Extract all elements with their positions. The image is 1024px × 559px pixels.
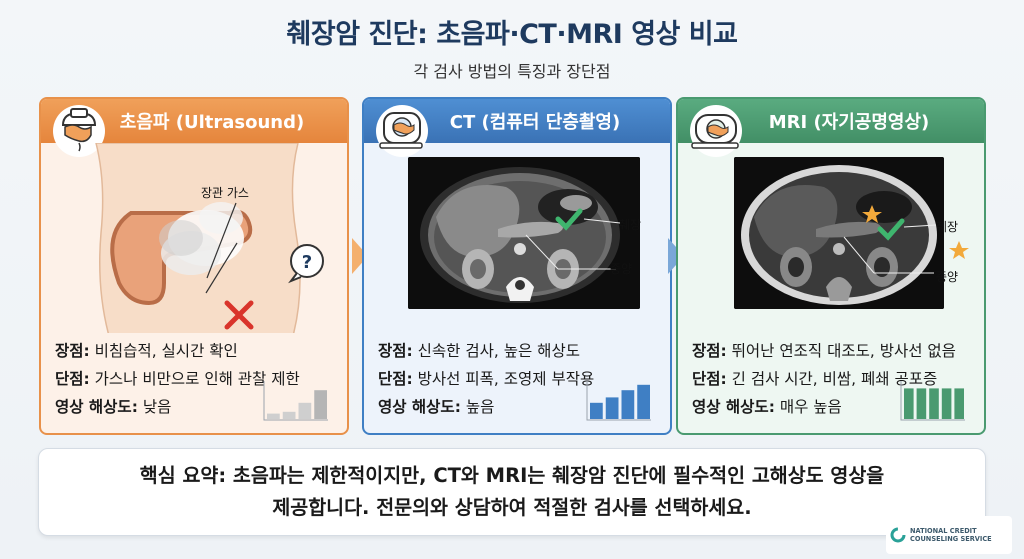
resolution-bar — [929, 388, 939, 419]
ct-scanner-icon — [376, 105, 428, 157]
ct-info: 장점: 신속한 검사, 높은 해상도 단점: 방사선 피폭, 조영제 부작용 영… — [378, 337, 660, 421]
mri-info: 장점: 뛰어난 연조직 대조도, 방사선 없음 단점: 긴 검사 시간, 비쌈,… — [692, 337, 974, 421]
mri-scan-image — [734, 157, 944, 309]
resolution-bar — [954, 388, 964, 419]
ct-scan-image — [408, 157, 640, 309]
ultrasound-info: 장점: 비침습적, 실시간 확인 단점: 가스나 비만으로 인해 관찰 제한 영… — [55, 337, 337, 421]
resolution-bar — [605, 397, 619, 419]
resolution-bar — [314, 390, 327, 419]
ct-card-title: CT (컴퓨터 단층촬영) — [449, 112, 621, 133]
summary-line-2: 제공합니다. 전문의와 상담하여 적절한 검사를 선택하세요. — [272, 496, 752, 519]
mri-scanner-icon — [690, 105, 742, 157]
ct-card-header: CT (컴퓨터 단층촬영) — [364, 99, 670, 157]
logo-mark-icon — [890, 527, 906, 543]
resolution-bar — [916, 388, 927, 419]
arrow-right-icon — [352, 238, 368, 274]
logo-line-1: NATIONAL CREDIT — [910, 527, 977, 535]
mri-pros: 장점: 뛰어난 연조직 대조도, 방사선 없음 — [692, 342, 956, 360]
ultrasound-illustration: 장관 가스 ? — [95, 143, 324, 333]
resolution-bar — [267, 413, 280, 419]
ct-card: CT (컴퓨터 단층촬영) 췌장 종양 장점: 신속한 — [362, 97, 672, 435]
summary-box: 핵심 요약: 초음파는 제한적이지만, CT와 MRI는 췌장암 진단에 필수적… — [38, 448, 986, 536]
ultrasound-card: 초음파 (Ultrasound) 장관 가스 ? 장점: 비침습적, 실시간 확… — [39, 97, 349, 435]
resolution-bar — [941, 388, 952, 419]
resolution-bar — [621, 390, 635, 419]
cross-icon — [224, 300, 254, 330]
resolution-bar — [637, 384, 650, 419]
ct-resolution: 영상 해상도: 높음 — [378, 398, 495, 416]
mri-resolution-bars — [900, 381, 965, 421]
ultrasound-card-header: 초음파 (Ultrasound) — [41, 99, 347, 157]
gas-annotation: 장관 가스 — [201, 186, 249, 200]
mri-cons: 단점: 긴 검사 시간, 비쌈, 폐쇄 공포증 — [692, 370, 938, 388]
mri-card-header: MRI (자기공명영상) — [678, 99, 984, 157]
question-bubble-icon: ? — [288, 244, 324, 284]
page-subtitle: 각 검사 방법의 특징과 장단점 — [413, 62, 611, 81]
ultrasound-resolution: 영상 해상도: 낮음 — [55, 398, 172, 416]
check-icon — [877, 218, 905, 241]
ultrasound-pros: 장점: 비침습적, 실시간 확인 — [55, 342, 238, 360]
logo-line-2: COUNSELING SERVICE — [910, 535, 992, 543]
page-title: 췌장암 진단: 초음파·CT·MRI 영상 비교 — [286, 19, 738, 50]
ultrasound-probe-icon — [53, 105, 105, 157]
ct-cons: 단점: 방사선 피폭, 조영제 부작용 — [378, 370, 595, 388]
resolution-bar — [282, 411, 296, 419]
resolution-bar — [298, 402, 312, 419]
svg-text:?: ? — [302, 252, 312, 273]
ultrasound-cons: 단점: 가스나 비만으로 인해 관찰 제한 — [55, 370, 300, 388]
ncs-logo: NATIONAL CREDIT COUNSELING SERVICE — [886, 516, 1012, 554]
star-icon — [862, 205, 882, 223]
mri-card-title: MRI (자기공명영상) — [768, 112, 930, 133]
ct-pros: 장점: 신속한 검사, 높은 해상도 — [378, 342, 580, 360]
check-icon — [555, 208, 583, 231]
resolution-bar — [904, 388, 914, 419]
ct-resolution-bars — [586, 381, 651, 421]
summary-line-1: 핵심 요약: 초음파는 제한적이지만, CT와 MRI는 췌장암 진단에 필수적… — [139, 464, 885, 487]
mri-card: MRI (자기공명영상) 췌장 종양 장점: 뛰어난 연조직 대조도, — [676, 97, 986, 435]
mri-resolution: 영상 해상도: 매우 높음 — [692, 398, 842, 416]
ultrasound-card-title: 초음파 (Ultrasound) — [119, 112, 305, 133]
star-icon — [949, 241, 969, 259]
ultrasound-resolution-bars — [263, 381, 328, 421]
resolution-bar — [590, 402, 603, 419]
